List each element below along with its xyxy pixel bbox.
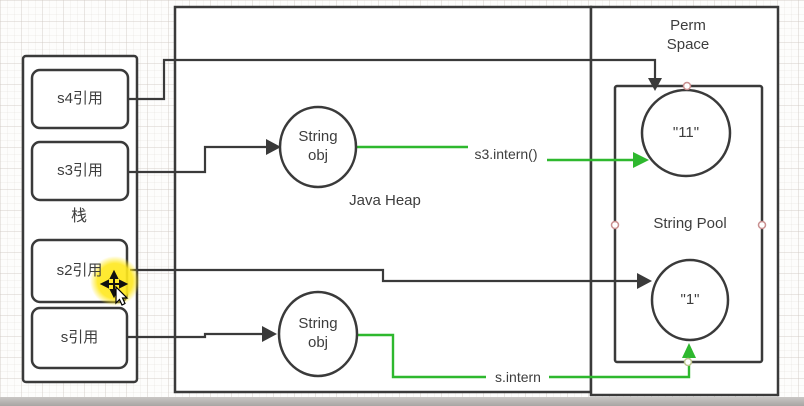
pool-entry-1-circle[interactable] <box>650 258 730 342</box>
stack-ref-s2-label: s2引用 <box>56 261 103 279</box>
connection-point-icon[interactable] <box>610 220 620 230</box>
green-arrowhead-up-icon <box>682 343 696 358</box>
mouse-pointer-icon <box>115 285 129 306</box>
connection-point-icon[interactable] <box>682 81 692 91</box>
stack-ref-s-label: s引用 <box>60 328 99 346</box>
reference-arrowheads <box>262 78 662 342</box>
heap-string-obj-top-circle[interactable] <box>278 105 358 189</box>
intern-arrowheads <box>633 152 696 358</box>
java-heap-container[interactable] <box>173 5 593 394</box>
stack-title: 栈 <box>70 208 87 225</box>
reference-arrows <box>127 58 657 339</box>
s-intern-line-left <box>357 333 486 379</box>
perm-space-title: Perm Space <box>666 17 710 53</box>
s-intern-edge-label: s.intern <box>495 368 541 385</box>
arrowhead-right-icon <box>637 273 652 289</box>
connection-point-icon[interactable] <box>757 220 767 230</box>
green-arrowhead-right-icon <box>633 152 649 168</box>
connection-points <box>610 81 767 367</box>
bottom-gray-band <box>0 397 804 406</box>
connection-point-icon[interactable] <box>683 357 693 367</box>
pool-entry-1-label: "1" <box>680 290 700 308</box>
arrow-s-to-heap-obj <box>127 332 263 339</box>
java-heap-title: Java Heap <box>349 191 421 209</box>
arrow-s3-to-heap-obj <box>128 145 267 174</box>
arrowhead-down-icon <box>648 78 662 91</box>
arrowhead-right-icon <box>262 326 277 342</box>
stack-ref-s3-label: s3引用 <box>57 161 103 179</box>
string-pool-title: String Pool <box>653 214 727 232</box>
pool-entry-11-label: "11" <box>672 123 700 141</box>
heap-string-obj-bottom-circle[interactable] <box>277 290 359 378</box>
heap-string-obj-bottom-label: String obj <box>298 315 338 351</box>
cursor-group <box>90 256 140 306</box>
stack-ref-s4-label: s4引用 <box>57 89 103 107</box>
s3-intern-edge-label: s3.intern() <box>474 145 538 162</box>
arrow-s2-to-1 <box>130 268 638 283</box>
heap-string-obj-top-label: String obj <box>298 128 338 164</box>
arrow-s4-to-11 <box>128 58 657 101</box>
arrowhead-right-icon <box>266 139 281 155</box>
